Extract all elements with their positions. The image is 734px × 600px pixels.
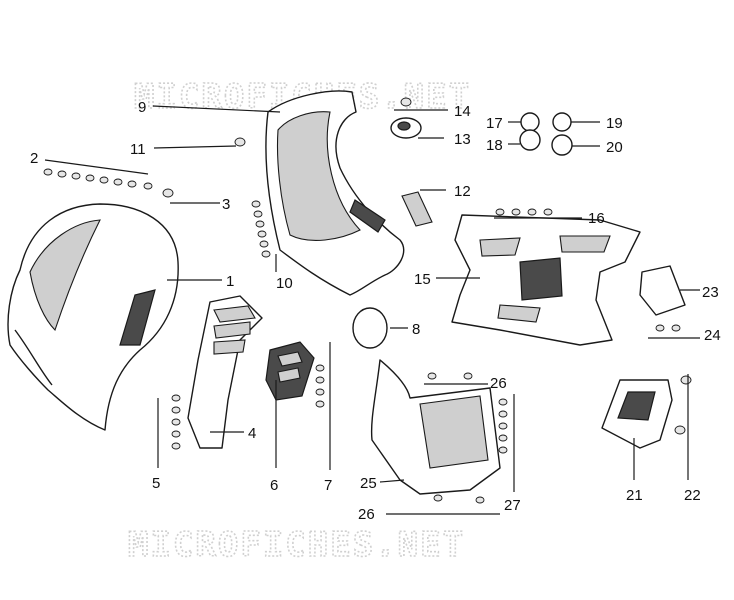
- callout-2: 2: [30, 150, 38, 167]
- part-1-front-shield: [7, 203, 179, 431]
- part-19-ring: [552, 112, 572, 132]
- callout-8: 8: [412, 321, 420, 338]
- callout-3: 3: [222, 196, 230, 213]
- callout-14: 14: [454, 103, 471, 120]
- callout-22: 22: [684, 487, 701, 504]
- callout-15: 15: [414, 271, 431, 288]
- part-24-screws: [655, 324, 681, 332]
- callout-9: 9: [138, 99, 146, 116]
- callout-17: 17: [486, 115, 503, 132]
- part-5-screws: [171, 394, 181, 450]
- callout-4: 4: [248, 425, 256, 442]
- part-6-bracket: [265, 341, 315, 401]
- part-7-screws: [315, 364, 325, 408]
- part-12-pad: [401, 191, 433, 227]
- callout-11: 11: [130, 141, 146, 158]
- callout-20: 20: [606, 139, 623, 156]
- callout-13: 13: [454, 131, 471, 148]
- callout-12: 12: [454, 183, 471, 200]
- callout-18: 18: [486, 137, 503, 154]
- part-26-screws: [427, 372, 485, 504]
- part-2-screws: [43, 168, 153, 190]
- part-9-leg-shield: [265, 90, 405, 296]
- part-10-screws: [251, 200, 271, 258]
- part-20-ring: [551, 134, 573, 156]
- callout-5: 5: [152, 475, 160, 492]
- leader-lines: [44, 105, 700, 515]
- part-27-screws: [498, 398, 508, 454]
- callout-27: 27: [504, 497, 521, 514]
- part-16-screws: [495, 208, 553, 216]
- part-25-under-cover: [370, 359, 501, 495]
- part-17-ring: [520, 112, 540, 132]
- part-13-cap: [390, 117, 422, 139]
- watermark-bottom: MICROFICHES.NET: [128, 525, 465, 565]
- part-18-ring: [519, 129, 541, 151]
- callout-10: 10: [276, 275, 293, 292]
- callout-24: 24: [704, 327, 721, 344]
- callout-26-top: 26: [490, 375, 507, 392]
- callout-numbers: 1 2 3 4 5 6 7 8 9 10 11 12 13 14 15 16 1…: [30, 99, 721, 523]
- callout-7: 7: [324, 477, 332, 494]
- part-14-screw: [400, 97, 412, 107]
- callout-16: 16: [588, 210, 605, 227]
- part-4-inner-panel: [187, 295, 263, 449]
- part-15-floor-panel: [451, 214, 641, 346]
- callout-25: 25: [360, 475, 377, 492]
- callout-23: 23: [702, 284, 719, 301]
- callout-6: 6: [270, 477, 278, 494]
- part-8-seal-ring: [352, 307, 388, 349]
- part-11-screw: [234, 137, 246, 147]
- callout-1: 1: [226, 273, 234, 290]
- callout-19: 19: [606, 115, 623, 132]
- part-3-screw: [162, 188, 174, 198]
- callout-26-bottom: 26: [358, 506, 375, 523]
- part-21-bracket: [601, 379, 673, 449]
- callout-21: 21: [626, 487, 643, 504]
- part-23-panel: [639, 265, 686, 316]
